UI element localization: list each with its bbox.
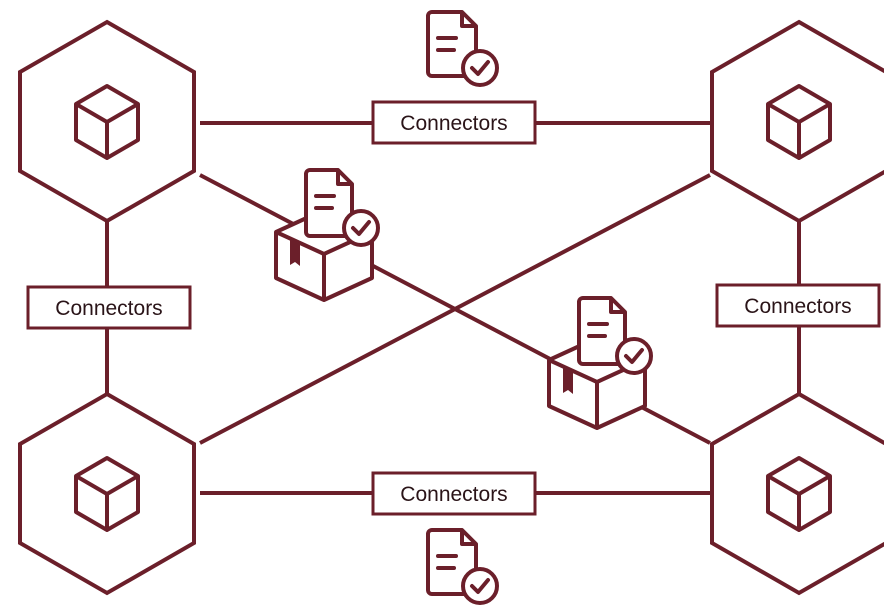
package-document-icon: [274, 168, 380, 302]
connector-label-left: Connectors: [26, 285, 192, 330]
cube-icon: [74, 456, 140, 532]
connector-label-left-text: Connectors: [55, 297, 162, 320]
connector-label-bottom-text: Connectors: [400, 483, 507, 506]
cube-icon: [74, 84, 140, 160]
connector-label-top-text: Connectors: [400, 112, 507, 135]
connector-label-right: Connectors: [715, 283, 881, 328]
cube-icon: [766, 456, 832, 532]
connector-label-right-text: Connectors: [744, 295, 851, 318]
node-bottom-right: [710, 391, 884, 596]
connector-label-top: Connectors: [371, 100, 537, 145]
line-diagonal-up: [199, 173, 711, 445]
cube-icon: [766, 84, 832, 160]
node-bottom-left: [18, 391, 196, 596]
package-document-icon: [547, 296, 653, 430]
node-top-left: [18, 19, 196, 224]
connection-lines: [105, 121, 801, 495]
document-check-icon: [426, 528, 499, 605]
document-check-icon: [426, 10, 499, 87]
connector-label-bottom: Connectors: [371, 471, 537, 516]
node-top-right: [710, 19, 884, 224]
